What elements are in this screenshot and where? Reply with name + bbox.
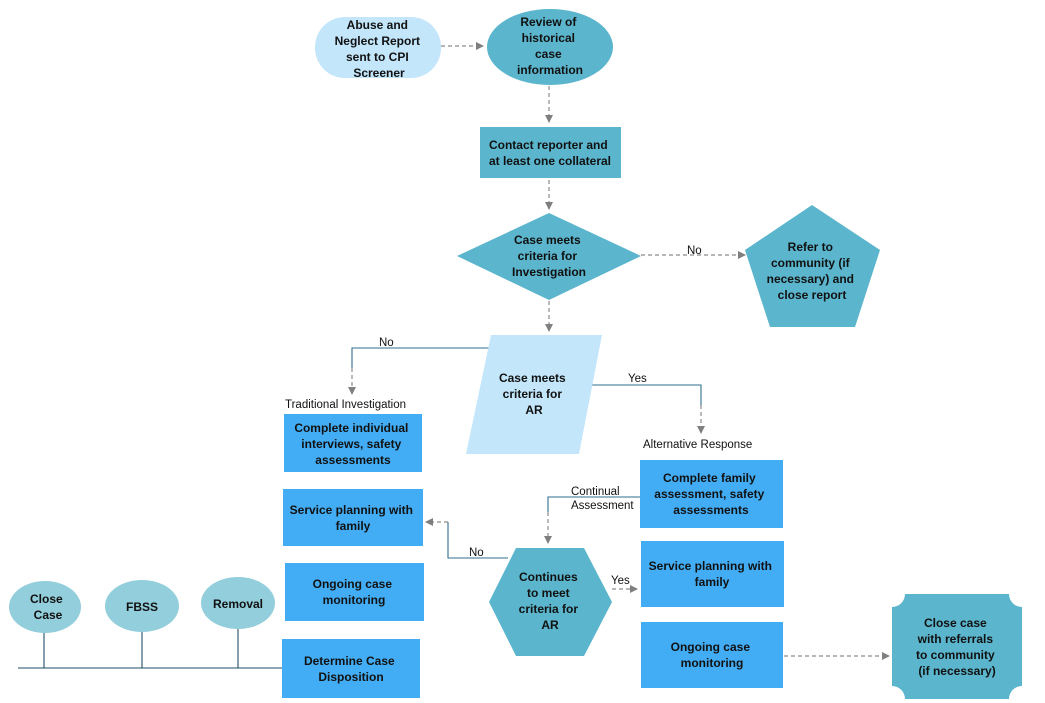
contact-reporter-node [480, 127, 621, 178]
close-case-outcome [9, 581, 81, 633]
abuse-report-label: Abuse and Neglect Report sent to CPI Scr… [335, 18, 424, 80]
trad-interviews-node [284, 414, 422, 472]
removal-outcome [201, 577, 275, 629]
no-continue-label: No [469, 547, 484, 559]
connector-continual-assessment [547, 496, 640, 512]
refer-community-label: Refer to community (if necessary) and cl… [767, 240, 858, 302]
connector-ar-yes-branch [589, 384, 702, 405]
ar-service-planning-node [641, 541, 784, 607]
trad-interviews-label: Complete individual interviews, safety a… [294, 421, 411, 467]
removal-label: Removal [213, 597, 263, 611]
fbss-label: FBSS [126, 600, 158, 614]
no-refer-label: No [687, 245, 702, 257]
no-traditional-label: No [379, 337, 394, 349]
refer-community-pentagon [745, 205, 880, 327]
abuse-report-node [315, 17, 441, 78]
close-case-label: Close Case [30, 592, 66, 622]
investigation-criteria-label: Case meets criteria for Investigation [512, 233, 586, 279]
determine-disposition-node [282, 639, 420, 698]
determine-disposition-label: Determine Case Disposition [304, 654, 398, 684]
ar-criteria-label: Case meets criteria for AR [499, 371, 569, 417]
traditional-investigation-heading: Traditional Investigation [285, 399, 406, 411]
fbss-outcome [105, 580, 179, 632]
ar-monitoring-node [641, 622, 783, 688]
connector-continues-no [447, 522, 508, 559]
close-with-referrals-node [892, 594, 1022, 699]
trad-monitoring-label: Ongoing case monitoring [313, 577, 396, 607]
review-history-node [487, 9, 613, 85]
trad-service-planning-label: Service planning with family [290, 503, 417, 533]
ar-criteria-parallelogram [466, 335, 602, 454]
ar-family-assessment-label: Complete family assessment, safety asses… [654, 471, 767, 517]
continual-assessment-label: Continual Assessment [571, 486, 634, 512]
investigation-criteria-diamond [457, 213, 641, 300]
ar-monitoring-label: Ongoing case monitoring [671, 640, 754, 670]
ar-service-planning-label: Service planning with family [649, 559, 776, 589]
yes-ar-label: Yes [628, 373, 647, 385]
connector-ar-no-branch [351, 347, 491, 368]
contact-reporter-label: Contact reporter and at least one collat… [489, 138, 611, 168]
alternative-response-heading: Alternative Response [643, 439, 752, 451]
ar-family-assessment-node [640, 460, 783, 528]
yes-continue-label: Yes [611, 575, 630, 587]
close-with-referrals-label: Close case with referrals to community (… [916, 616, 998, 678]
trad-monitoring-node [285, 563, 424, 621]
continues-ar-hexagon [489, 548, 612, 656]
continues-ar-label: Continues to meet criteria for AR [519, 570, 582, 632]
review-history-label: Review of historical case information [517, 15, 583, 77]
trad-service-planning-node [283, 489, 423, 546]
